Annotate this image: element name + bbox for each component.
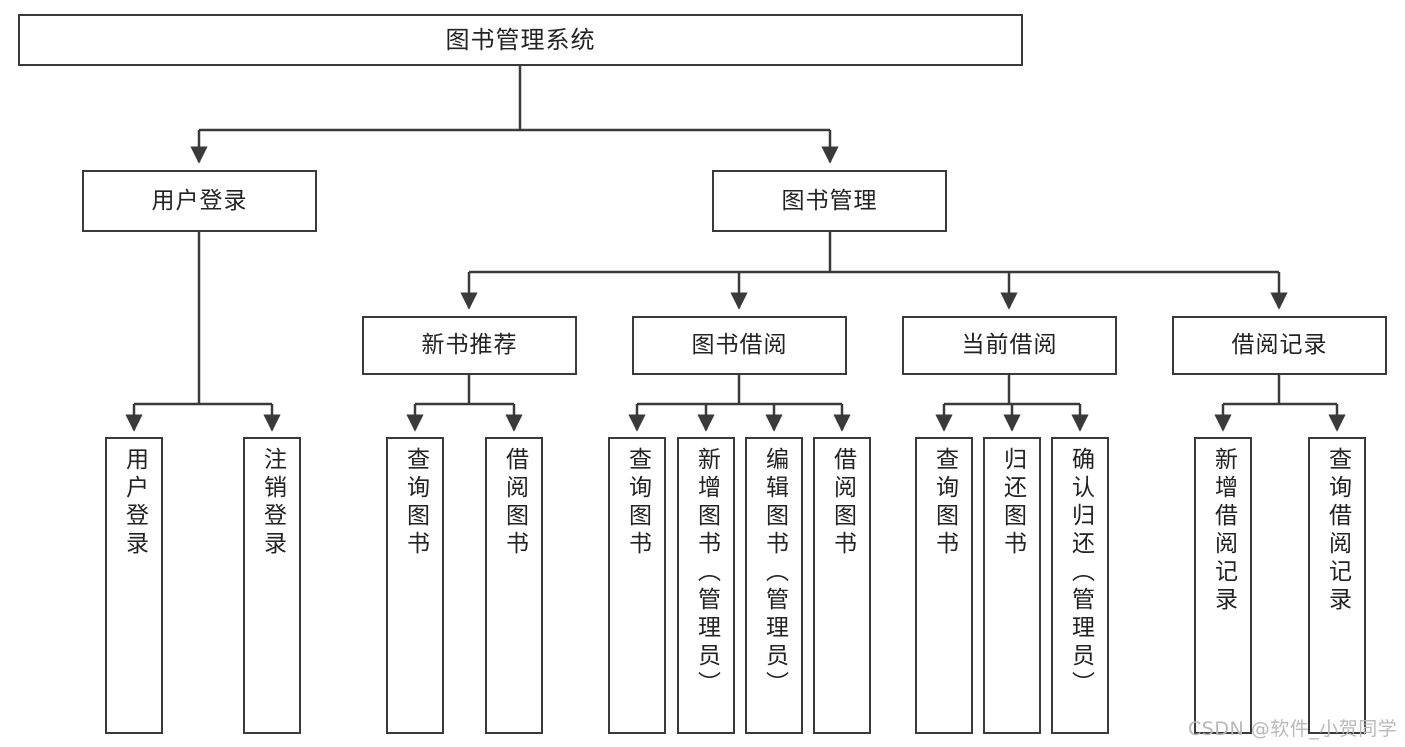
leaf-current-query-book[interactable]: 查询图书 [915, 437, 973, 734]
leaf-record-query-record[interactable]: 查询借阅记录 [1308, 437, 1366, 734]
node-label: 查询图书 [931, 447, 958, 559]
node-label: 用户登录 [151, 187, 248, 214]
leaf-current-return-book[interactable]: 归还图书 [983, 437, 1041, 734]
node-user-login[interactable]: 用户登录 [82, 170, 317, 232]
node-current-borrow[interactable]: 当前借阅 [902, 316, 1117, 375]
node-root-system[interactable]: 图书管理系统 [18, 14, 1023, 66]
watermark: CSDN @软件_小贺同学 [1188, 718, 1398, 740]
leaf-record-add-record[interactable]: 新增借阅记录 [1194, 437, 1252, 734]
node-label: 归还图书 [999, 447, 1026, 559]
node-label: 借阅图书 [829, 447, 856, 559]
node-label: 图书借阅 [691, 332, 788, 359]
node-book-management[interactable]: 图书管理 [712, 170, 947, 232]
node-label: 图书管理系统 [445, 26, 596, 54]
node-label: 查询图书 [624, 447, 651, 559]
node-label: 当前借阅 [961, 332, 1058, 359]
node-label: 借阅图书 [501, 447, 528, 559]
leaf-borrow-add-book-admin[interactable]: 新增图书（管理员） [677, 437, 735, 734]
leaf-user-login[interactable]: 用户登录 [105, 437, 163, 734]
node-label: 新增借阅记录 [1210, 447, 1237, 615]
node-book-borrow[interactable]: 图书借阅 [632, 316, 847, 375]
node-label: 查询图书 [402, 447, 429, 559]
leaf-recommend-borrow-book[interactable]: 借阅图书 [485, 437, 543, 734]
node-label: 编辑图书（管理员） [761, 447, 788, 699]
node-label: 借阅记录 [1231, 332, 1328, 359]
node-label: 图书管理 [781, 187, 878, 214]
leaf-borrow-query-book[interactable]: 查询图书 [608, 437, 666, 734]
node-label: 注销登录 [259, 447, 286, 559]
leaf-user-logout[interactable]: 注销登录 [243, 437, 301, 734]
node-label: 查询借阅记录 [1324, 447, 1351, 615]
leaf-current-confirm-return-admin[interactable]: 确认归还（管理员） [1051, 437, 1109, 734]
leaf-borrow-borrow-book[interactable]: 借阅图书 [813, 437, 871, 734]
leaf-recommend-query-book[interactable]: 查询图书 [386, 437, 444, 734]
node-label: 用户登录 [121, 447, 148, 559]
node-label: 新书推荐 [421, 332, 518, 359]
leaf-borrow-edit-book-admin[interactable]: 编辑图书（管理员） [745, 437, 803, 734]
node-label: 确认归还（管理员） [1067, 447, 1094, 699]
node-borrow-record[interactable]: 借阅记录 [1172, 316, 1387, 375]
node-label: 新增图书（管理员） [693, 447, 720, 699]
node-new-book-recommend[interactable]: 新书推荐 [362, 316, 577, 375]
